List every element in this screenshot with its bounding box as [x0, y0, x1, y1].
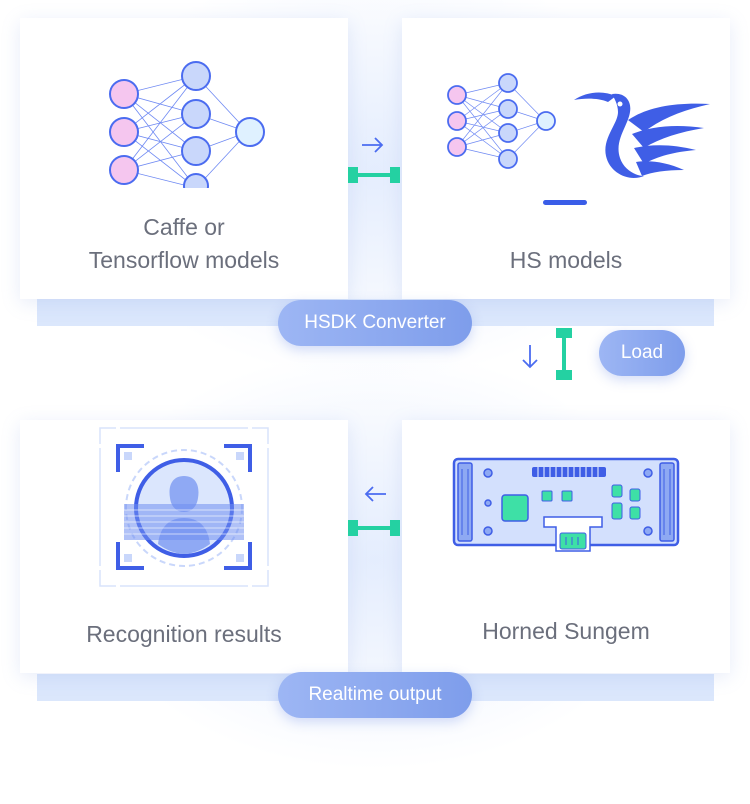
hs-models-label: HS models [509, 247, 623, 273]
realtime-output-pill: Realtime output [278, 672, 472, 718]
connector-link-vertical-icon [556, 328, 572, 380]
connector-link-icon [348, 167, 400, 183]
circuit-board-icon [452, 457, 680, 552]
arrow-right-icon [362, 137, 384, 153]
arrow-left-icon [364, 486, 386, 502]
load-pill: Load [599, 330, 685, 376]
horned-sungem-label: Horned Sungem [482, 618, 650, 644]
small-neural-network-icon [447, 73, 556, 169]
minus-dash-icon [543, 200, 587, 205]
recognition-results-label: Recognition results [86, 621, 282, 647]
card-recognition-results: Recognition results [20, 420, 348, 673]
face-recognition-icon [99, 427, 269, 587]
arrow-down-icon [522, 345, 538, 369]
card-caffe-tensorflow: Caffe or Tensorflow models [20, 18, 348, 299]
caffe-label-line2: Tensorflow models [88, 247, 280, 273]
hsdk-converter-pill: HSDK Converter [278, 300, 472, 346]
card-horned-sungem: Horned Sungem [402, 420, 730, 673]
horned-bird-logo-icon [574, 92, 710, 178]
card-hs-models: HS models [402, 18, 730, 299]
caffe-label-line1: Caffe or [143, 214, 225, 240]
connector-link-icon-2 [348, 520, 400, 536]
neural-network-icon [109, 61, 265, 188]
